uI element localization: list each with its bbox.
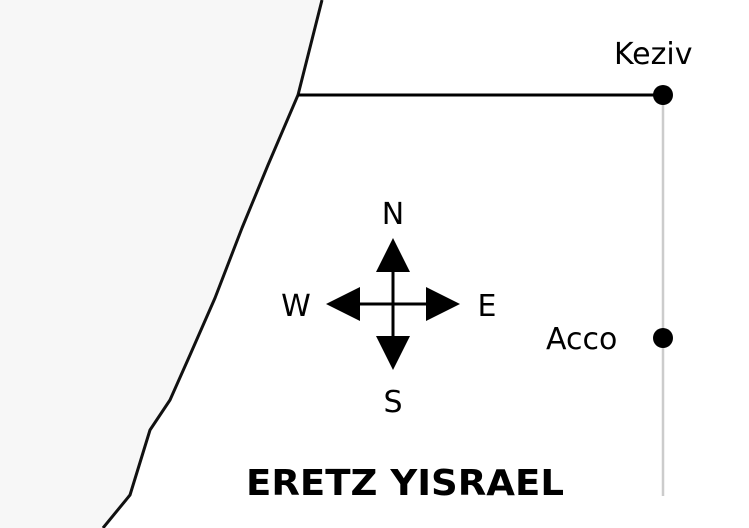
compass-south-label: S (383, 385, 402, 420)
coastline (101, 0, 324, 528)
sea-area (0, 0, 322, 528)
compass-east-arrow-icon (426, 287, 460, 321)
compass-west-arrow-icon (326, 287, 360, 321)
region-label: ERETZ YISRAEL (246, 463, 564, 504)
compass-north-arrow-icon (376, 238, 410, 272)
compass-north-label: N (382, 197, 404, 232)
keziv-marker (653, 85, 673, 105)
compass-west-label: W (281, 289, 311, 324)
acco-label: Acco (546, 322, 617, 357)
keziv-label: Keziv (614, 37, 692, 72)
compass-south-arrow-icon (376, 336, 410, 370)
compass-rose: N S E W (281, 197, 496, 420)
acco-marker (653, 328, 673, 348)
compass-east-label: E (478, 289, 497, 324)
